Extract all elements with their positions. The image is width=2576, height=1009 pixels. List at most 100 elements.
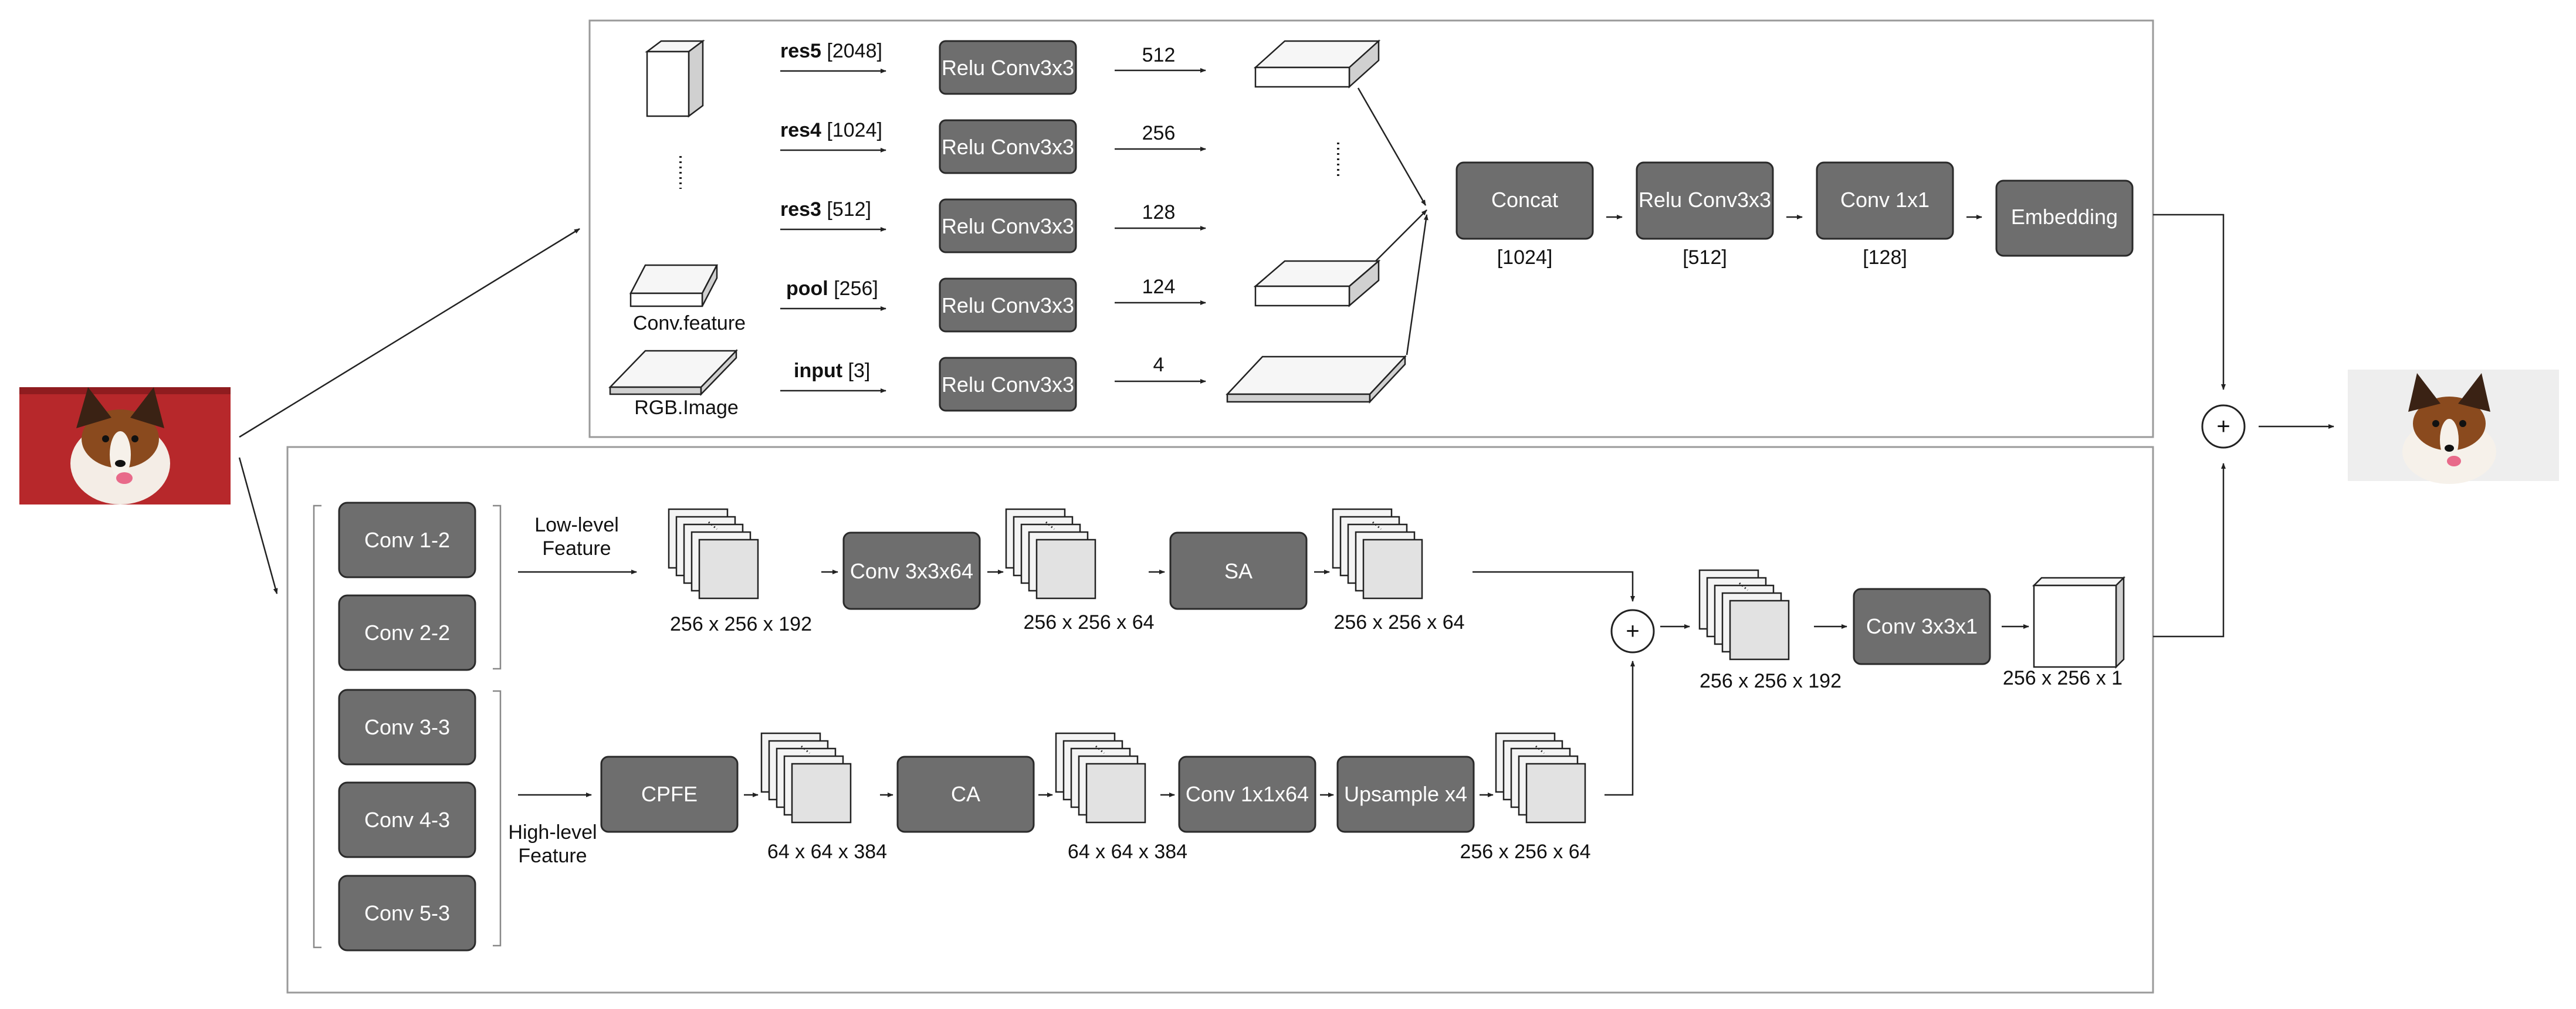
conv1x1-block: Conv 1x1 [1816, 161, 1954, 240]
svg-text:Relu Conv3x3: Relu Conv3x3 [942, 293, 1074, 317]
conv-feature-slab [629, 264, 719, 307]
bottom-branch-panel [286, 446, 2154, 994]
relu-conv-res5: Relu Conv3x3 [939, 40, 1077, 95]
conv-3x3x64-block: Conv 3x3x64 [842, 531, 981, 610]
cpfe-block: CPFE [600, 756, 739, 833]
res5-out-channels: 512 [1142, 44, 1176, 66]
backbone-conv-4-3: Conv 4-3 [338, 781, 476, 858]
svg-text:Concat: Concat [1491, 188, 1558, 212]
svg-text:Conv 1x1: Conv 1x1 [1840, 188, 1930, 212]
svg-text:SA: SA [1224, 559, 1253, 583]
conv1x1-dim: [128] [1863, 246, 1907, 269]
svg-text:Conv 1-2: Conv 1-2 [364, 528, 450, 552]
svg-text:res4 [1024]: res4 [1024] [780, 119, 882, 141]
relu-conv-input: Relu Conv3x3 [939, 357, 1077, 412]
rgb-image-plate [608, 348, 738, 397]
res3-name: res3 [780, 198, 821, 221]
pool-name: pool [786, 277, 828, 300]
low-stack-2 [1005, 508, 1096, 600]
svg-text:res5 [2048]: res5 [2048] [780, 40, 882, 62]
input-name: input [794, 360, 842, 382]
relu-conv-res4: Relu Conv3x3 [939, 119, 1077, 174]
concat-block: Concat [1455, 161, 1594, 240]
svg-text:Conv 4-3: Conv 4-3 [364, 808, 450, 832]
svg-text:Conv 3x3x1: Conv 3x3x1 [1866, 614, 1978, 638]
high-stack-1 [760, 732, 852, 824]
svg-text:Conv 3x3x64: Conv 3x3x64 [850, 559, 973, 583]
res3-out-channels: 128 [1142, 201, 1176, 224]
final-plus-node: + [2201, 404, 2246, 449]
output-photo [2348, 370, 2559, 484]
embedding-block: Embedding [1995, 180, 2134, 257]
input-row-input: input [3] [780, 360, 886, 393]
low-feature-dim-2: 256 x 256 x 64 [1023, 611, 1154, 634]
fused-stack [1698, 569, 1790, 661]
high-feature-dim-3: 256 x 256 x 64 [1460, 841, 1590, 863]
high-feature-dim-2: 64 x 64 x 384 [1068, 841, 1187, 863]
svg-text:Relu Conv3x3: Relu Conv3x3 [942, 135, 1074, 159]
high-feature-dim-1: 64 x 64 x 384 [767, 841, 887, 863]
input-output-plate [1226, 354, 1407, 404]
fused-feature-dim: 256 x 256 x 192 [1700, 670, 1842, 692]
svg-text:Conv 2-2: Conv 2-2 [364, 621, 450, 645]
relu-conv-res3: Relu Conv3x3 [939, 198, 1077, 253]
high-stack-3 [1495, 732, 1586, 824]
low-level-bracket [493, 504, 502, 670]
res5-output-slab [1253, 39, 1381, 89]
top-branch-panel [588, 19, 2154, 438]
svg-text:Conv 1x1x64: Conv 1x1x64 [1186, 782, 1309, 806]
svg-text:Relu Conv3x3: Relu Conv3x3 [942, 56, 1074, 80]
fusion-plus-node: + [1610, 609, 1655, 654]
backbone-conv-1-2: Conv 1-2 [338, 502, 476, 578]
backbone-bracket [313, 504, 321, 949]
concat-dim: [1024] [1497, 246, 1553, 269]
rgb-image-label: RGB.Image [634, 397, 739, 419]
input-row-res5: res5 [2048] [780, 40, 886, 73]
backbone-conv-5-3: Conv 5-3 [338, 875, 476, 952]
res5-name: res5 [780, 40, 821, 62]
low-stack-1 [668, 508, 759, 600]
conv-feature-label: Conv.feature [633, 312, 746, 334]
svg-text:pool [256]: pool [256] [786, 277, 878, 300]
conv-1x1x64-block: Conv 1x1x64 [1178, 756, 1316, 833]
svg-text:Relu Conv3x3: Relu Conv3x3 [942, 373, 1074, 397]
high-stack-2 [1055, 732, 1146, 824]
input-row-res3: res3 [512] [780, 198, 886, 232]
relu-conv-pool: Relu Conv3x3 [939, 277, 1077, 333]
input-photo [19, 387, 231, 504]
ca-block: CA [896, 756, 1035, 833]
sa-block: SA [1169, 531, 1308, 610]
svg-text:Conv 5-3: Conv 5-3 [364, 901, 450, 925]
input-row-res4: res4 [1024] [780, 119, 886, 153]
backbone-conv-3-3: Conv 3-3 [338, 689, 476, 766]
output-map [2032, 575, 2126, 669]
res5-dim: [2048] [827, 40, 882, 62]
res4-name: res4 [780, 119, 821, 141]
svg-text:Embedding: Embedding [2011, 205, 2118, 229]
low-feature-dim-1: 256 x 256 x 192 [670, 613, 812, 635]
svg-text:+: + [1626, 618, 1639, 644]
svg-text:Relu Conv3x3: Relu Conv3x3 [942, 214, 1074, 238]
feature-map-stacks [668, 508, 1790, 824]
svg-text:CA: CA [951, 782, 980, 806]
svg-text:Upsample x4: Upsample x4 [1344, 782, 1467, 806]
input-dim: [3] [848, 360, 871, 382]
pool-dim: [256] [834, 277, 878, 300]
relu-conv-512-block: Relu Conv3x3 [1636, 161, 1774, 240]
pool-output-slab [1253, 259, 1381, 307]
pool-out-channels: 124 [1142, 276, 1176, 298]
upsample-x4-block: Upsample x4 [1336, 756, 1475, 833]
svg-text:Relu Conv3x3: Relu Conv3x3 [1639, 188, 1771, 212]
res4-out-channels: 256 [1142, 122, 1176, 144]
svg-text:+: + [2216, 414, 2230, 439]
svg-text:input [3]: input [3] [794, 360, 870, 382]
svg-text:res3 [512]: res3 [512] [780, 198, 871, 221]
high-level-bracket [493, 690, 502, 947]
input-out-channels: 4 [1153, 354, 1165, 376]
svg-text:Conv 3-3: Conv 3-3 [364, 715, 450, 739]
res4-dim: [1024] [827, 119, 882, 141]
res3-dim: [512] [827, 198, 871, 221]
low-feature-dim-3: 256 x 256 x 64 [1333, 611, 1464, 634]
